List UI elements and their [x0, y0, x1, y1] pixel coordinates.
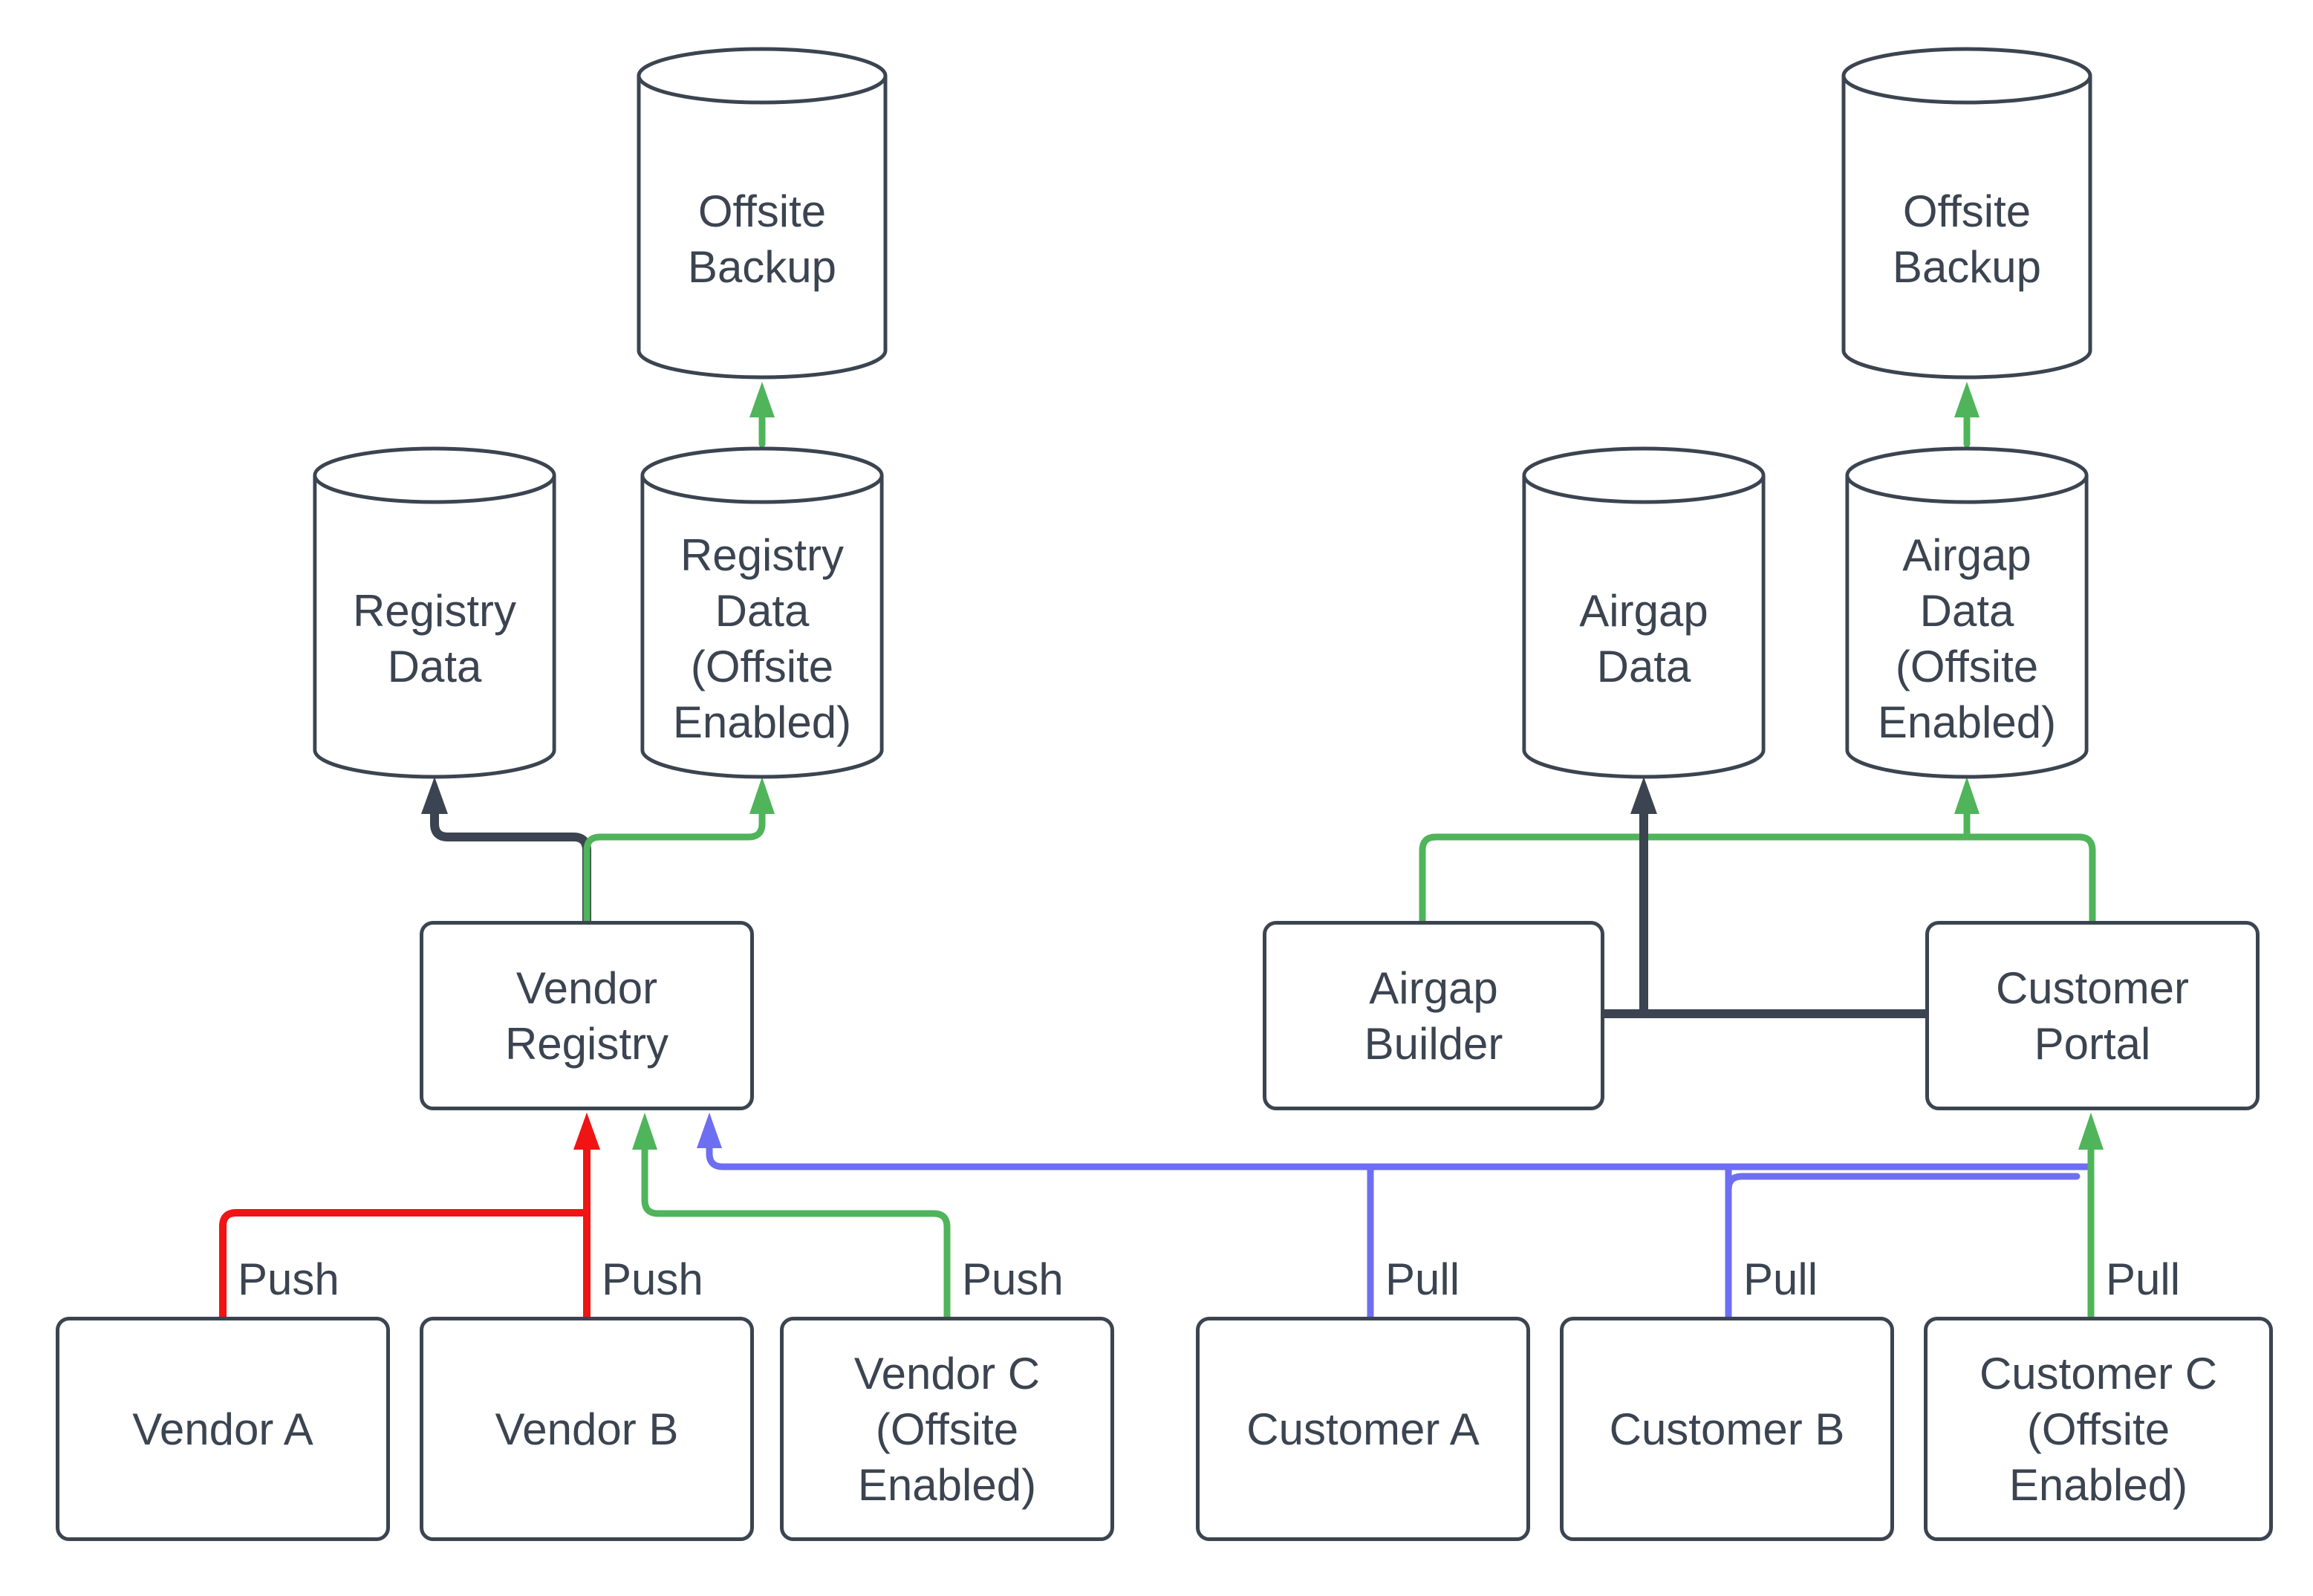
node-vendor-a-label: Vendor A [132, 1404, 313, 1454]
database-cylinder-icon [637, 47, 888, 380]
node-vendor-b: Vendor B [420, 1317, 754, 1541]
edge-label-pull-customer-a: Pull [1385, 1254, 1460, 1304]
edge-label-push-vendor-c: Push [962, 1254, 1064, 1304]
db-offsite-backup-left: Offsite Backup [636, 46, 888, 380]
db-offsite-backup-right: Offsite Backup [1841, 46, 2093, 380]
edge-label-push-vendor-a: Push [238, 1254, 339, 1304]
node-vendor-c: Vendor C (Offsite Enabled) [780, 1317, 1114, 1541]
database-cylinder-icon [1522, 446, 1766, 779]
edge-vendor-registry-to-registry-data-offsite [583, 809, 766, 925]
node-customer-portal: Customer Portal [1925, 921, 2260, 1110]
node-vendor-registry-label: Vendor Registry [504, 963, 669, 1069]
edge-label-pull-customer-c: Pull [2106, 1254, 2181, 1304]
db-airgap-data: Airgap Data [1521, 446, 1766, 780]
node-customer-b-label: Customer B [1609, 1404, 1845, 1454]
db-airgap-data-label: Airgap Data [1579, 586, 1708, 691]
node-customer-portal-label: Customer Portal [1995, 963, 2190, 1069]
arrowhead-vendor-registry-push-green [632, 1113, 657, 1150]
arrowhead-vendor-registry-push-red [573, 1113, 600, 1150]
db-registry-data: Registry Data [312, 446, 557, 780]
node-airgap-builder-label: Airgap Builder [1364, 963, 1503, 1069]
node-vendor-a: Vendor A [56, 1317, 390, 1541]
db-airgap-data-offsite: Airgap Data (Offsite Enabled) [1844, 446, 2089, 780]
edge-vendor-registry-to-registry-data [430, 808, 591, 925]
database-cylinder-icon [640, 446, 884, 779]
node-customer-b: Customer B [1560, 1317, 1894, 1541]
arrowhead-airgap-data-offsite [1954, 777, 1979, 814]
db-offsite-backup-right-label: Offsite Backup [1892, 186, 2042, 292]
edge-customer-b-pull-branch [1725, 1173, 2081, 1193]
node-customer-c-label: Customer C (Offsite Enabled) [1979, 1348, 2218, 1510]
db-registry-data-offsite: Registry Data (Offsite Enabled) [640, 446, 885, 780]
node-vendor-b-label: Vendor B [495, 1404, 679, 1454]
arrowhead-vendor-registry-pull [697, 1113, 722, 1148]
db-airgap-data-offsite-label: Airgap Data (Offsite Enabled) [1877, 530, 2057, 747]
arrowhead-airgap-data [1630, 777, 1657, 814]
edge-vendor-c-push-line [641, 1144, 951, 1320]
edge-pull-trunk-to-vendor-registry [706, 1143, 2091, 1170]
node-customer-a-label: Customer A [1246, 1404, 1480, 1454]
arrowhead-offsite-backup-right [1954, 382, 1979, 417]
edge-label-push-vendor-b: Push [602, 1254, 703, 1304]
edge-label-pull-customer-b: Pull [1743, 1254, 1818, 1304]
node-airgap-builder: Airgap Builder [1263, 921, 1604, 1110]
db-registry-data-label: Registry Data [352, 586, 517, 691]
edge-vendor-a-push-line [219, 1209, 589, 1320]
arrowhead-registry-data-offsite [749, 777, 775, 814]
node-vendor-c-label: Vendor C (Offsite Enabled) [853, 1348, 1041, 1510]
arrowhead-offsite-backup-left [749, 382, 775, 417]
database-cylinder-icon [1841, 47, 2092, 380]
node-customer-c: Customer C (Offsite Enabled) [1924, 1317, 2273, 1541]
database-cylinder-icon [313, 446, 556, 779]
db-offsite-backup-left-label: Offsite Backup [687, 186, 837, 292]
node-customer-a: Customer A [1196, 1317, 1530, 1541]
database-cylinder-icon [1845, 446, 2089, 779]
arrowhead-customer-portal-pull [2078, 1113, 2104, 1150]
db-registry-data-offsite-label: Registry Data (Offsite Enabled) [672, 530, 852, 747]
arrowhead-registry-data [421, 777, 448, 814]
edge-customer-portal-to-airgap-builder [1419, 833, 2096, 925]
node-vendor-registry: Vendor Registry [420, 921, 754, 1110]
